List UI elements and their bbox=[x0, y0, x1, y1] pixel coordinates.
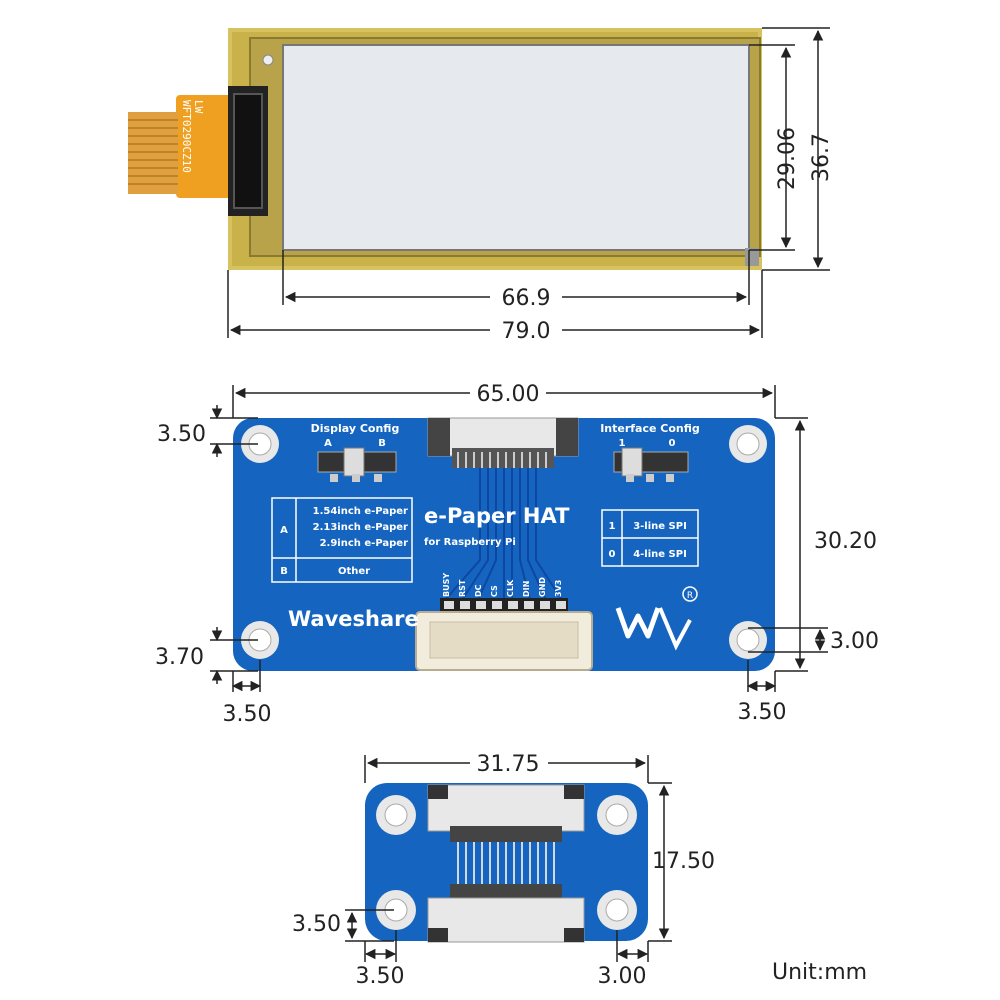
table-value-a3: 2.9inch e-Paper bbox=[320, 538, 408, 549]
pin-label-busy: BUSY bbox=[442, 573, 451, 597]
pin-label-3v3: 3V3 bbox=[554, 580, 563, 597]
fpc-label: WFT0290CZ10 bbox=[180, 100, 193, 173]
dim-hat-bottom-left-x: 3.50 bbox=[223, 702, 272, 727]
display-config-b: B bbox=[378, 438, 386, 449]
dim-adapter-width: 31.75 bbox=[477, 752, 540, 777]
fpc-label-sub: LW bbox=[192, 100, 205, 114]
dim-hat-height: 30.20 bbox=[814, 529, 877, 554]
adapter-fpc-connector-bottom bbox=[427, 884, 585, 943]
table-value-a2: 2.13inch e-Paper bbox=[313, 522, 408, 533]
pin-label-cs: CS bbox=[490, 585, 499, 597]
mounting-hole bbox=[729, 425, 767, 463]
mounting-hole bbox=[597, 890, 637, 930]
mounting-hole bbox=[376, 890, 416, 930]
interface-config-1: 1 bbox=[619, 438, 626, 449]
pin-label-dc: DC bbox=[474, 584, 483, 597]
dim-adapter-height: 17.50 bbox=[652, 849, 715, 874]
table-key-b: B bbox=[280, 566, 288, 577]
dim-hat-right-hole: 3.00 bbox=[830, 629, 879, 654]
interface-config-0: 0 bbox=[669, 438, 676, 449]
dim-epaper-active-height: 29.06 bbox=[775, 127, 800, 190]
interface-config-table bbox=[601, 509, 699, 567]
unit-label: Unit:mm bbox=[772, 960, 868, 985]
epaper-display-area bbox=[282, 44, 750, 251]
pin-label-gnd: GND bbox=[538, 577, 547, 597]
pin-header-connector bbox=[415, 598, 593, 671]
interface-config-switch[interactable] bbox=[613, 447, 689, 482]
fpc-connector bbox=[427, 417, 579, 468]
mounting-hole bbox=[597, 795, 637, 835]
pin-label-din: DIN bbox=[522, 581, 531, 597]
table-key-a: A bbox=[280, 525, 288, 536]
table-value-b: Other bbox=[338, 566, 370, 577]
dim-hat-top-left-offset: 3.50 bbox=[157, 422, 206, 447]
dim-adapter-bottom-left-x: 3.50 bbox=[356, 964, 405, 989]
dim-epaper-active-width: 66.9 bbox=[502, 286, 551, 311]
interface-config-title: Interface Config bbox=[600, 422, 700, 435]
fpc-contacts bbox=[128, 112, 178, 194]
display-config-a: A bbox=[324, 438, 332, 449]
dim-hat-bottom-right-x: 3.50 bbox=[738, 700, 787, 725]
svg-text:R: R bbox=[687, 591, 693, 601]
mounting-hole bbox=[729, 621, 767, 659]
table-value-0: 4-line SPI bbox=[633, 549, 687, 560]
dim-epaper-total-height: 36.7 bbox=[809, 133, 834, 182]
epaper-hat-board: Display Config A B Interface Config 1 0 … bbox=[155, 382, 879, 727]
display-config-switch[interactable] bbox=[317, 447, 397, 482]
dim-hat-width: 65.00 bbox=[477, 382, 540, 407]
display-config-table bbox=[271, 497, 413, 583]
adapter-board: 31.75 17.50 3.50 3.50 3.00 bbox=[292, 752, 715, 989]
hat-subtitle: for Raspberry Pi bbox=[424, 537, 516, 548]
waveshare-logo-icon: R bbox=[615, 586, 698, 651]
fpc-ribbon bbox=[176, 95, 236, 198]
epaper-panel: WFT0290CZ10 LW 29.06 36.7 66.9 79.0 bbox=[128, 27, 834, 344]
brand-label: Waveshare bbox=[288, 607, 419, 631]
dim-epaper-total-width: 79.0 bbox=[502, 319, 551, 344]
dim-adapter-bottom-right-x: 3.00 bbox=[598, 964, 647, 989]
display-config-title: Display Config bbox=[311, 422, 400, 435]
table-key-1: 1 bbox=[609, 521, 616, 532]
pin-label-clk: CLK bbox=[506, 579, 515, 597]
table-key-0: 0 bbox=[609, 549, 616, 560]
table-value-1: 3-line SPI bbox=[633, 521, 687, 532]
dim-hat-bottom-left-offset: 3.70 bbox=[155, 645, 204, 670]
hat-title: e-Paper HAT bbox=[424, 504, 570, 528]
pin-label-rst: RST bbox=[458, 579, 467, 597]
table-value-a1: 1.54inch e-Paper bbox=[313, 506, 408, 517]
mounting-hole bbox=[376, 795, 416, 835]
dim-adapter-left-offset: 3.50 bbox=[292, 912, 341, 937]
adapter-fpc-connector-top bbox=[427, 784, 585, 842]
mounting-hole bbox=[241, 621, 279, 659]
